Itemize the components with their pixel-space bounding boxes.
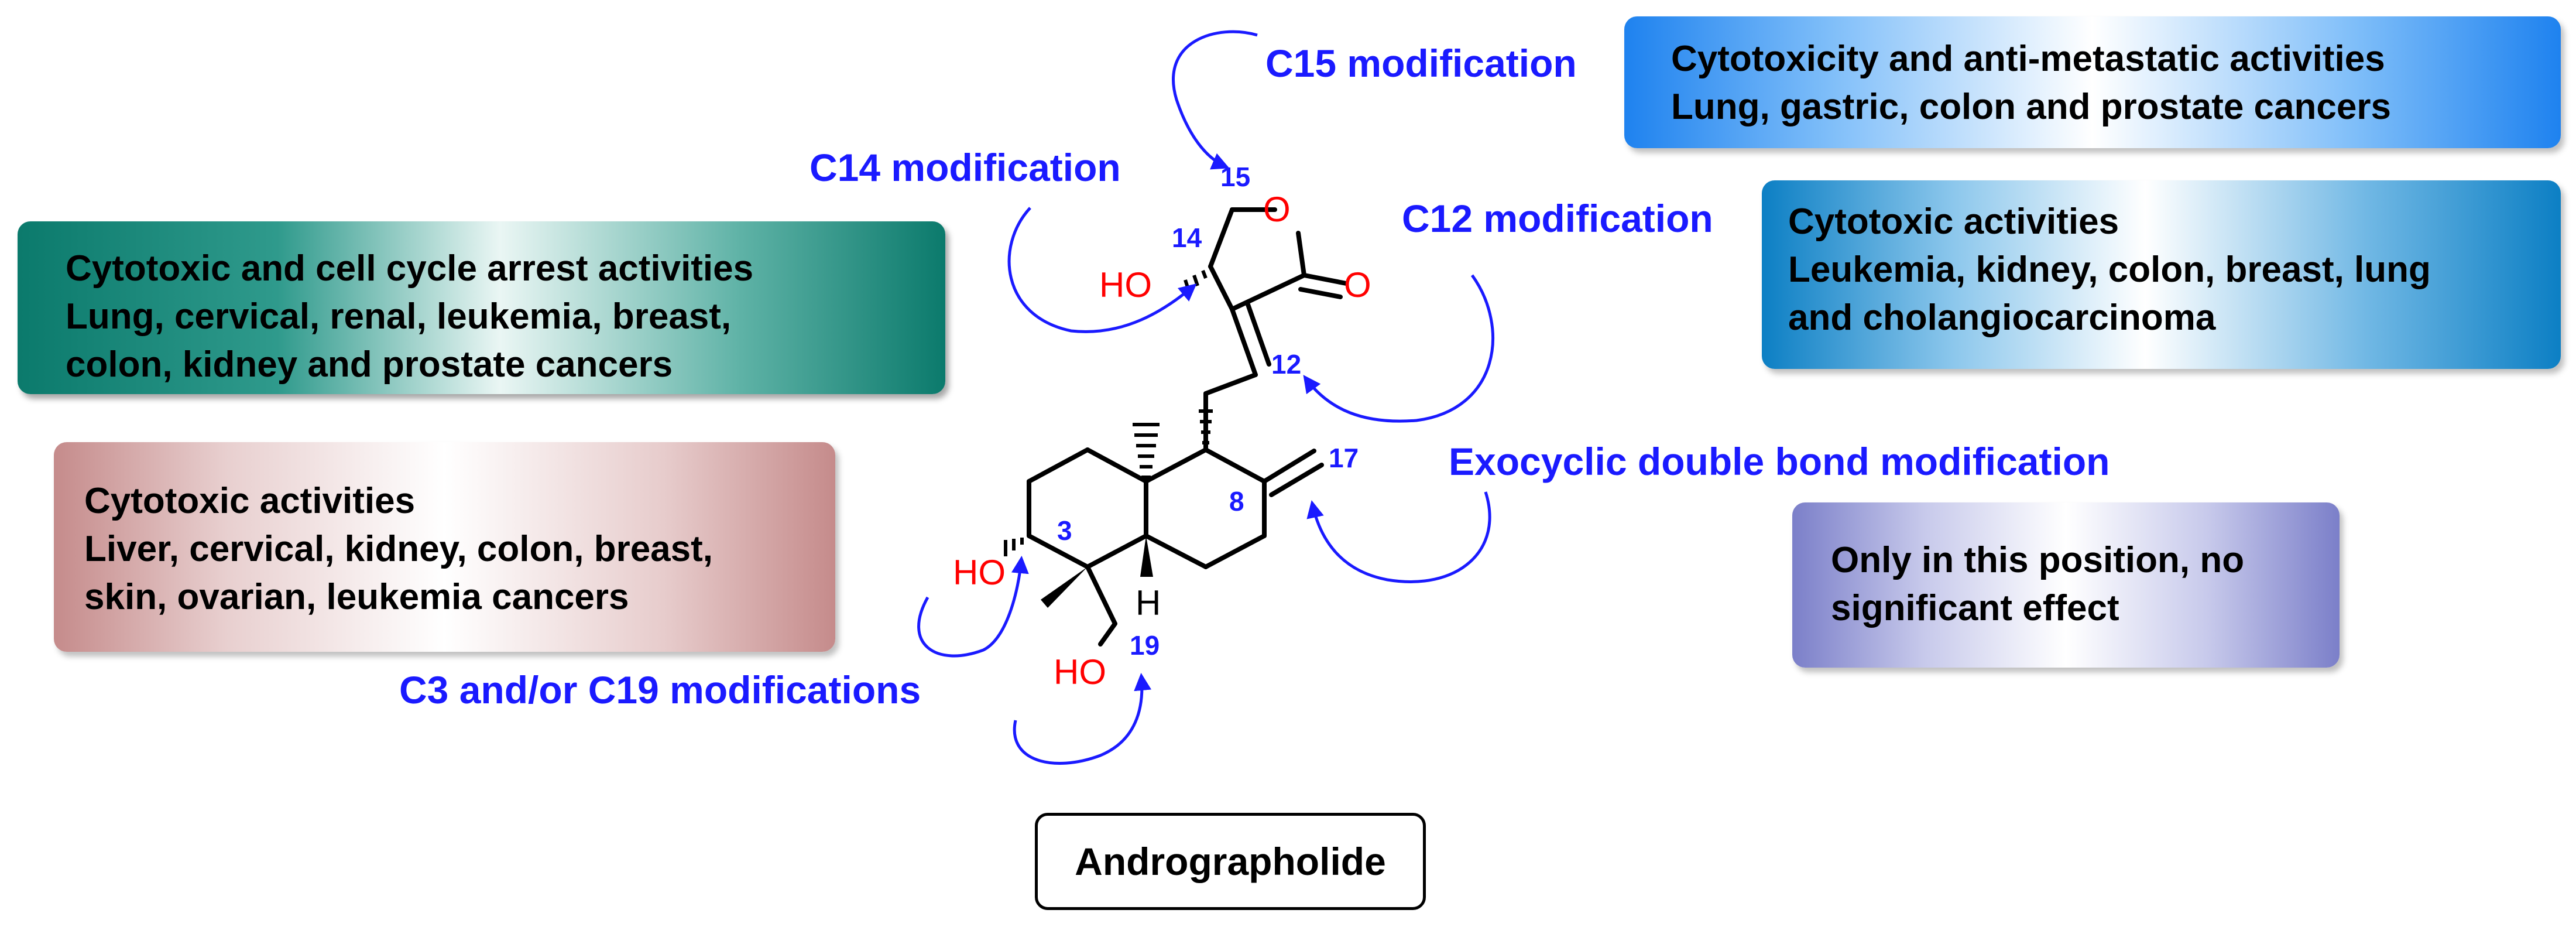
c19-arrow (1013, 673, 1152, 765)
bond-c13-c12-1 (1230, 307, 1258, 377)
atom-o-ring: O (1263, 190, 1291, 229)
atom-o-carbonyl: O (1344, 265, 1371, 305)
atom-ho-c14: HO (1099, 265, 1152, 305)
c3-c19-effect-line-2: Liver, cervical, kidney, colon, breast, (84, 529, 714, 569)
position-17: 17 (1329, 443, 1359, 473)
wedge-c5-h (1140, 536, 1153, 577)
exocyclic-modification-label: Exocyclic double bond modification (1449, 440, 2110, 483)
c3-c19-effect-line-3: skin, ovarian, leukemia cancers (84, 577, 629, 617)
c15-effect-line-1: Cytotoxicity and anti-metastatic activit… (1671, 39, 2385, 79)
c12-effect-line-2: Leukemia, kidney, colon, breast, lung (1788, 249, 2431, 290)
bond-c14-c13 (1208, 264, 1234, 312)
atom-labels: O O HO HO HO (953, 190, 1371, 692)
position-8: 8 (1229, 486, 1244, 517)
position-numbers: 15 14 12 17 8 3 19 (1057, 162, 1359, 661)
bond-c16-o (1296, 231, 1306, 278)
wedge-c4-methyl (1041, 567, 1088, 608)
bond-c16-carbonyl-1 (1302, 273, 1349, 286)
c14-modification-label: C14 modification (809, 146, 1121, 189)
bond-c10-c9 (1144, 447, 1208, 484)
c14-effect-line-3: colon, kidney and prostate cancers (66, 344, 673, 385)
c12-effect-line-1: Cytotoxic activities (1788, 201, 2119, 242)
hash-c14-2 (1192, 275, 1199, 286)
c3-c19-effect-box: Cytotoxic activities Liver, cervical, ki… (54, 442, 835, 652)
atom-ho-c3: HO (953, 553, 1006, 592)
c14-effect-box: Cytotoxic and cell cycle arrest activiti… (18, 221, 945, 394)
bond-c10-c1 (1085, 447, 1148, 484)
atom-h-c5: H (1136, 583, 1161, 623)
c12-effect-line-3: and cholangiocarcinoma (1788, 297, 2216, 338)
position-12: 12 (1271, 349, 1301, 379)
compound-name-box: Andrographolide (1035, 813, 1426, 910)
bond-c13-c16 (1230, 273, 1306, 312)
c15-effect-line-2: Lung, gastric, colon and prostate cancer… (1671, 87, 2391, 127)
c3-c19-modification-label: C3 and/or C19 modifications (399, 668, 921, 712)
position-3: 3 (1057, 515, 1072, 546)
exocyclic-effect-box: Only in this position, no significant ef… (1792, 502, 2340, 668)
c14-effect-line-1: Cytotoxic and cell cycle arrest activiti… (66, 248, 754, 289)
bond-c4-c5 (1085, 533, 1148, 569)
c15-effect-box: Cytotoxicity and anti-metastatic activit… (1624, 16, 2561, 148)
bond-c15-c14 (1208, 207, 1234, 269)
atom-ho-c19: HO (1054, 652, 1106, 692)
bond-c13-c12-2 (1246, 302, 1271, 367)
hashed-bonds (1004, 269, 1213, 556)
exocyclic-arrow (1306, 491, 1491, 583)
exocyclic-effect-line-2: significant effect (1831, 588, 2119, 628)
bond-c3-c4 (1027, 533, 1090, 569)
compound-name: Andrographolide (1075, 840, 1386, 883)
bond-c16-carbonyl-2 (1298, 287, 1343, 299)
exocyclic-effect-line-1: Only in this position, no (1831, 540, 2245, 580)
modification-arrows (917, 30, 1495, 765)
c3-arrow (917, 556, 1029, 658)
bond-lines (1027, 207, 1349, 647)
c12-arrow (1303, 274, 1495, 423)
bond-c8-c17-1 (1262, 449, 1316, 484)
bond-c9-c8 (1203, 447, 1267, 484)
bond-c6-c5 (1144, 533, 1208, 569)
bond-c19-o (1098, 621, 1117, 647)
c15-modification-label: C15 modification (1265, 42, 1577, 85)
bond-c4-c19 (1085, 565, 1117, 626)
bond-c1-c2 (1027, 447, 1090, 484)
c14-effect-line-2: Lung, cervical, renal, leukemia, breast, (66, 296, 732, 337)
c15-arrow (1172, 30, 1258, 170)
position-14: 14 (1172, 223, 1202, 253)
bond-c7-c6 (1203, 533, 1267, 569)
bond-c8-c17-2 (1269, 463, 1324, 497)
c14-arrow (1007, 207, 1197, 333)
hash-c14-1 (1201, 269, 1208, 279)
bond-c12-c11 (1203, 372, 1258, 396)
c12-effect-box: Cytotoxic activities Leukemia, kidney, c… (1762, 180, 2561, 369)
position-19: 19 (1130, 630, 1160, 661)
c3-c19-effect-line-1: Cytotoxic activities (84, 481, 416, 521)
c12-modification-label: C12 modification (1402, 197, 1713, 240)
